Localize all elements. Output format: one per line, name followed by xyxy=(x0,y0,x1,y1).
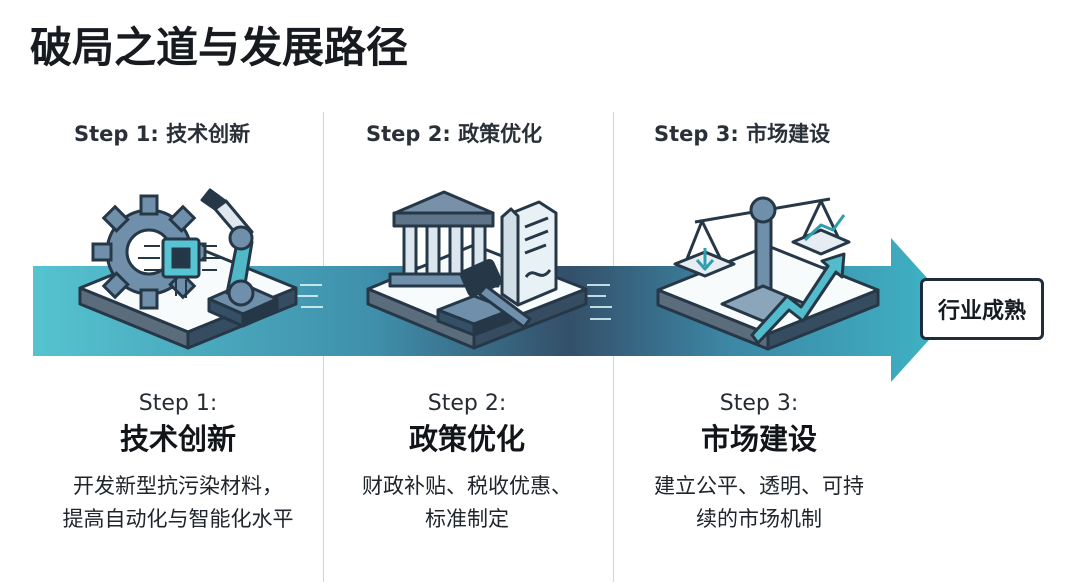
industry-maturity-label: 行业成熟 xyxy=(920,278,1044,340)
balance-scale-growth-arrow-icon xyxy=(650,178,888,356)
step-1-description-line-2: 提高自动化与智能化水平 xyxy=(48,503,308,536)
gear-circuit-robot-arm-icon xyxy=(72,180,304,358)
step-1-kicker: Step 1: xyxy=(48,391,308,416)
step-1-description-line-1: 开发新型抗污染材料， xyxy=(48,470,308,503)
step-2-kicker: Step 2: xyxy=(337,391,597,416)
step-3-kicker: Step 3: xyxy=(629,391,889,416)
step-1-description: 开发新型抗污染材料， 提高自动化与智能化水平 xyxy=(48,470,308,536)
step-1-name: 技术创新 xyxy=(48,423,308,456)
step-3-description: 建立公平、透明、可持 续的市场机制 xyxy=(629,470,889,536)
step-2-description-block: Step 2: 政策优化 财政补贴、税收优惠、 标准制定 xyxy=(337,391,597,536)
step-3-description-line-2: 续的市场机制 xyxy=(629,503,889,536)
step-3-name: 市场建设 xyxy=(629,423,889,456)
step-3-description-block: Step 3: 市场建设 建立公平、透明、可持 续的市场机制 xyxy=(629,391,889,536)
government-building-gavel-document-icon xyxy=(360,185,596,357)
step-2-description-line-2: 标准制定 xyxy=(337,503,597,536)
step-2-description-line-1: 财政补贴、税收优惠、 xyxy=(337,470,597,503)
step-2-description: 财政补贴、税收优惠、 标准制定 xyxy=(337,470,597,536)
step-2-name: 政策优化 xyxy=(337,423,597,456)
step-1-description-block: Step 1: 技术创新 开发新型抗污染材料， 提高自动化与智能化水平 xyxy=(48,391,308,536)
step-3-description-line-1: 建立公平、透明、可持 xyxy=(629,470,889,503)
